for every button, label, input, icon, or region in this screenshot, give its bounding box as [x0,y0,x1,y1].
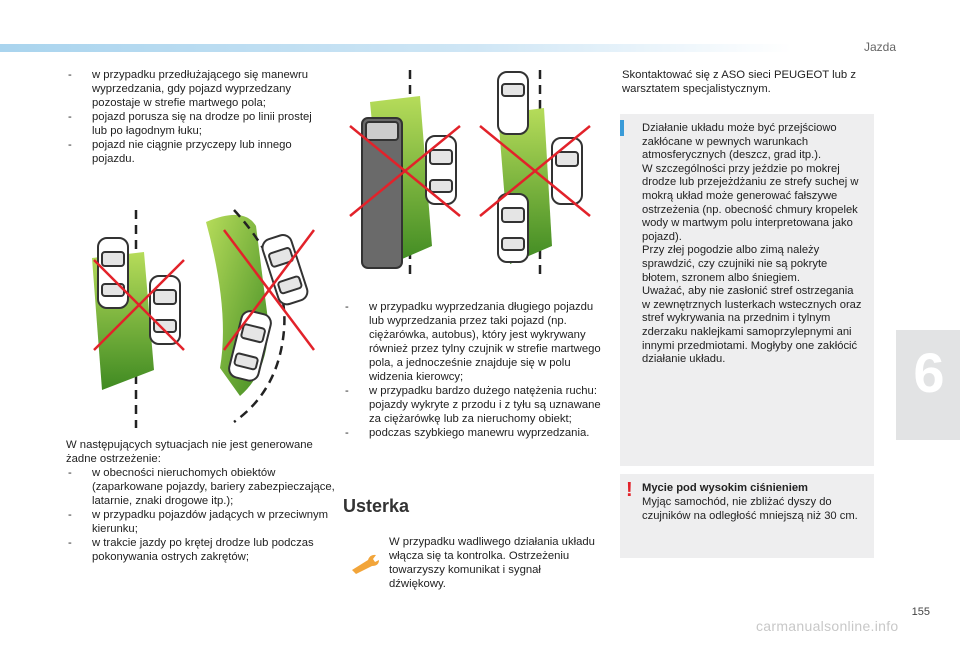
car-icon [97,237,129,309]
illustration-truck-traffic [349,70,591,276]
col1-top-list: w przypadku przedłużającego się manewru … [66,68,328,166]
wrench-icon [352,554,379,574]
car-icon [149,275,181,345]
section-title-header: Jazda [863,40,896,54]
list-item: pojazd porusza się na drodze po linii pr… [66,110,328,138]
list-item: w przypadku pojazdów jadących w przeciwn… [66,508,336,536]
list-item: pojazd nie ciągnie przyczepy lub innego … [66,138,328,166]
list-item: w obecności nieruchomych obiektów (zapar… [66,466,336,508]
info-text: Działanie układu może być przejściowo za… [642,122,862,366]
contact-text: Skontaktować się z ASO sieci PEUGEOT lub… [622,69,856,95]
illustration-curved-road [92,209,315,428]
car-icon [425,135,457,205]
warning-box [620,474,874,558]
list-item: w przypadku wyprzedzania długiego pojazd… [343,300,605,384]
list-item: w przypadku bardzo dużego natężenia ruch… [343,384,605,426]
header-bar [0,44,792,52]
fault-text: W przypadku wadliwego działania układu w… [389,536,595,590]
list-item: w przypadku przedłużającego się manewru … [66,68,328,110]
info-marker-icon [620,120,624,136]
intro-text: W następujących sytuacjach nie jest gene… [66,439,313,465]
exclamation-icon: ! [626,479,633,501]
warning-title: Mycie pod wysokim ciśnieniem [642,482,809,494]
cross-icon [93,229,315,351]
car-icon [497,71,529,135]
car-icon [551,137,583,205]
car-icon [497,193,529,263]
truck-icon [361,117,403,269]
watermark: carmanualsonline.info [756,618,899,634]
chapter-number: 6 [913,341,945,404]
col1-bottom-block: W następujących sytuacjach nie jest gene… [66,438,336,564]
cross-icon [349,125,591,217]
list-item: podczas szybkiego manewru wyprzedzania. [343,426,605,440]
list-item: w trakcie jazdy po krętej drodze lub pod… [66,536,336,564]
warning-text: Myjąc samochód, nie zbliżać dyszy do czu… [642,496,858,522]
info-box [620,114,874,466]
col2-list: w przypadku wyprzedzania długiego pojazd… [343,300,605,440]
fault-section-title: Usterka [343,496,410,516]
page-number: 155 [911,606,930,618]
no-warning-list: w obecności nieruchomych obiektów (zapar… [66,466,336,564]
chapter-tab [896,330,960,440]
